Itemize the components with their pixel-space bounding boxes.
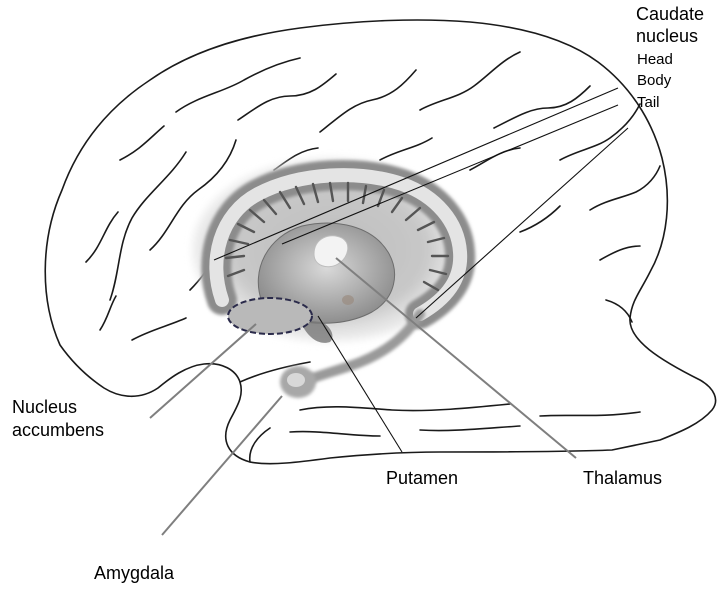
- caudate-label-line2: nucleus: [636, 26, 698, 47]
- nucleus-accumbens-region: [228, 298, 312, 334]
- caudate-label-line1: Caudate: [636, 4, 704, 25]
- caudate-head-label: Head: [637, 51, 673, 68]
- nucleus-accumbens-label-line2: accumbens: [12, 420, 104, 441]
- amygdala-label: Amygdala: [94, 563, 174, 584]
- caudate-tail-label: Tail: [637, 94, 660, 111]
- putamen-label: Putamen: [386, 468, 458, 489]
- caudate-body-label: Body: [637, 72, 671, 89]
- nucleus-accumbens-label-line1: Nucleus: [12, 397, 77, 418]
- thalamus-label: Thalamus: [583, 468, 662, 489]
- amygdala-shape: [280, 366, 316, 398]
